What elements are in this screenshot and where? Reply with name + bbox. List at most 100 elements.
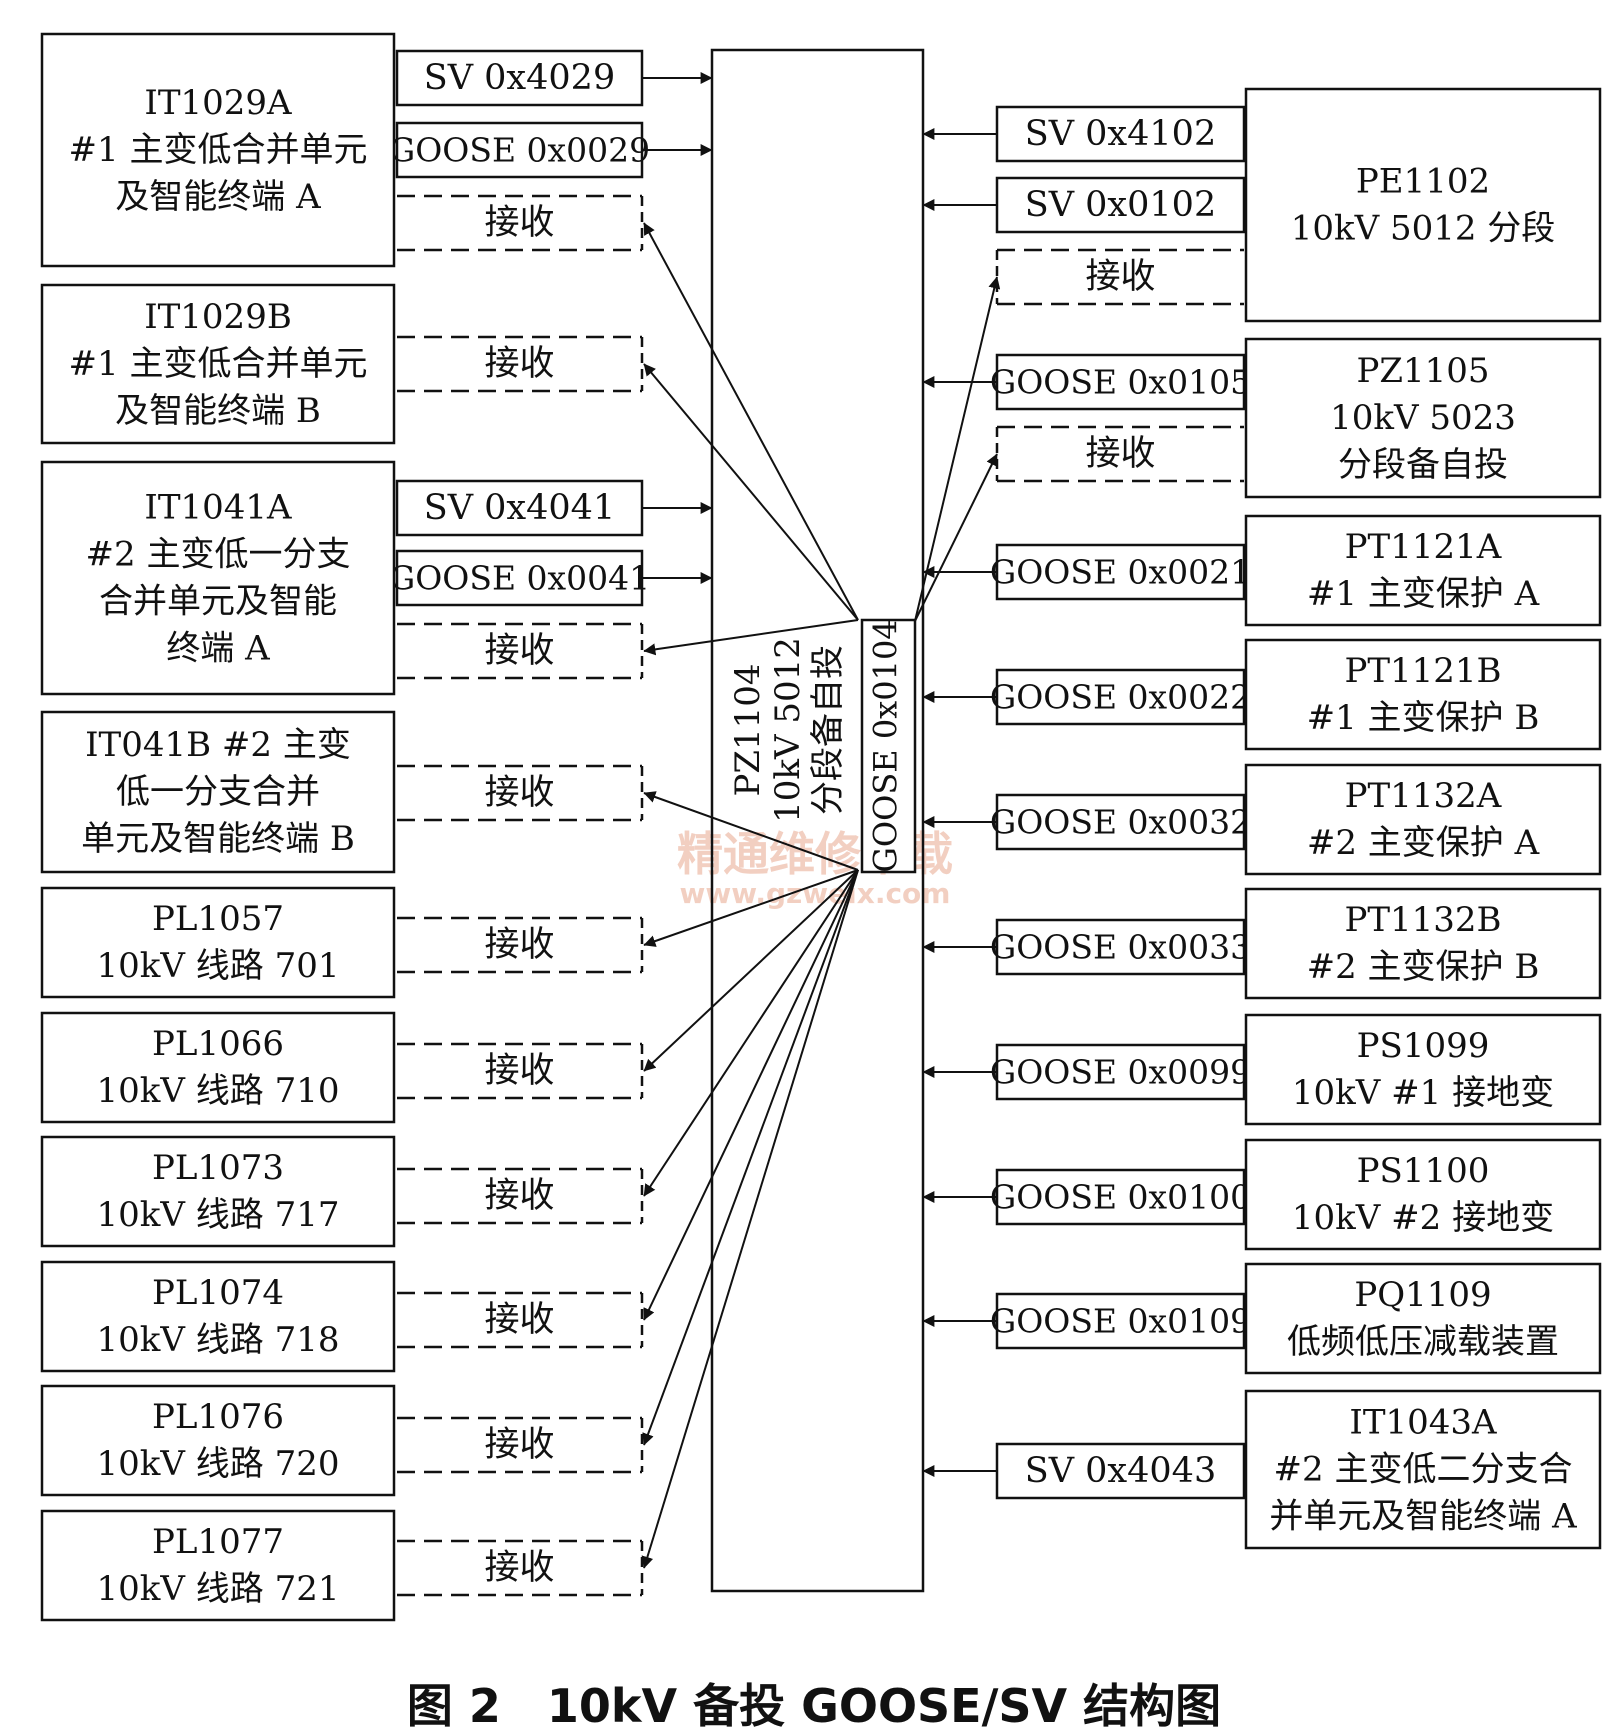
left-device-line: 10kV 线路 720 [97,1444,340,1484]
receive-link-label: 接收 [484,925,554,965]
receive-link-label: 接收 [484,1548,554,1588]
right-device-line: #2 主变保护 A [1307,823,1540,863]
receive-link-label: 接收 [484,773,554,813]
receive-link-label: 接收 [484,344,554,384]
left-device-line: PL1073 [152,1148,284,1188]
left-device-line: 10kV 线路 710 [97,1071,340,1111]
send-link-box [395,49,644,107]
right-device-line: PS1100 [1357,1151,1490,1191]
left-device-box [40,1509,396,1622]
send-link-label: SV 0x4102 [1025,114,1216,154]
right-device-line: PT1132B [1344,900,1501,940]
left-device-box [40,1384,396,1497]
right-device-box [1244,1262,1602,1375]
left-device-box [40,32,396,268]
send-link-label: SV 0x4029 [424,58,615,98]
left-device-line: #2 主变低一分支 [86,535,351,575]
goose-0104-label: GOOSE 0x0104 [867,619,905,872]
central-device-line-2: 10kV 5012 [768,637,808,823]
send-link-box [995,793,1246,851]
left-device-line: 及智能终端 A [115,177,321,217]
receive-link: 接收 [397,622,644,680]
receive-link: 接收 [397,1539,644,1597]
left-device-line: 单元及智能终端 B [81,819,355,859]
send-link: GOOSE 0x0022 [990,668,1251,726]
right-device-line: PS1099 [1357,1026,1490,1066]
receive-link-label: 接收 [484,631,554,671]
send-link-label: SV 0x0102 [1025,185,1216,225]
left-device-line: IT041B #2 主变 [85,725,351,765]
receive-link-label: 接收 [484,203,554,243]
right-device-box [1244,763,1602,876]
send-link-box [995,105,1246,163]
central-device-line-3: 分段备自投 [808,645,848,815]
left-device-line: PL1076 [152,1397,284,1437]
left-device: PL1076 10kV 线路 720 [40,1384,396,1497]
send-link: GOOSE 0x0109 [990,1292,1251,1350]
send-link: GOOSE 0x0099 [990,1043,1251,1101]
send-link-label: GOOSE 0x0033 [990,928,1251,967]
right-device-line: IT1043A [1349,1403,1497,1443]
receive-link: 接收 [397,916,644,974]
right-device: PT1121B#1 主变保护 B [1244,638,1602,751]
receive-arrow [914,276,1001,622]
receive-link: 接收 [397,1416,644,1474]
right-device-box [1244,87,1602,323]
send-link: SV 0x4041 [395,479,644,537]
receive-link-label: 接收 [484,1051,554,1091]
send-link: GOOSE 0x0041 [389,549,650,607]
receive-arrow [642,869,859,1446]
send-link: GOOSE 0x0032 [990,793,1251,851]
right-device-line: 并单元及智能终端 A [1269,1497,1577,1537]
receive-link: 接收 [397,1042,644,1100]
send-link-label: SV 0x4043 [1025,1451,1216,1491]
right-device-box [1244,1013,1602,1126]
left-device-line: IT1029B [144,297,292,337]
receive-link: 接收 [397,1167,644,1225]
central-device-pz1104: PZ1104 10kV 5012 分段备自投 GOOSE 0x0104 [710,48,925,1593]
central-device-line-1: PZ1104 [728,663,768,796]
right-device-box [1244,514,1602,627]
send-link-box [995,1168,1246,1226]
right-device-line: #1 主变保护 A [1307,574,1540,614]
right-device: PT1121A#1 主变保护 A [1244,514,1602,627]
left-device-line: PL1066 [152,1024,284,1064]
send-link-label: GOOSE 0x0099 [990,1053,1251,1092]
right-device-line: PQ1109 [1354,1275,1491,1315]
receive-arrow [643,869,859,1197]
send-link: GOOSE 0x0021 [990,543,1251,601]
signal-arrows [641,72,1001,1569]
send-link: GOOSE 0x0033 [990,918,1251,976]
send-link-label: GOOSE 0x0021 [990,553,1251,592]
receive-link: 接收 [995,425,1244,483]
receive-link-label: 接收 [484,1425,554,1465]
send-link: SV 0x4029 [395,49,644,107]
right-device-line: 10kV 5023 [1330,398,1516,438]
send-link-box [995,353,1246,411]
right-device-line: PT1132A [1345,776,1502,816]
watermark-url: www.gzweix.com [680,877,951,910]
send-link-box [995,543,1246,601]
right-device: PT1132B#2 主变保护 B [1244,887,1602,1000]
receive-link: 接收 [397,335,644,393]
left-device-box [40,886,396,999]
send-link-label: GOOSE 0x0029 [389,131,650,170]
left-device-line: IT1029A [144,83,292,123]
central-device-box [710,48,925,1593]
send-link: SV 0x0102 [995,176,1246,234]
left-device-line: 10kV 线路 721 [97,1569,340,1609]
right-device-box [1244,638,1602,751]
right-device: PT1132A #2 主变保护 A [1244,763,1602,876]
send-link: GOOSE 0x0105 [990,353,1251,411]
right-device-box [1244,887,1602,1000]
receive-arrow [641,869,859,1569]
receive-link: 接收 [397,1291,644,1349]
